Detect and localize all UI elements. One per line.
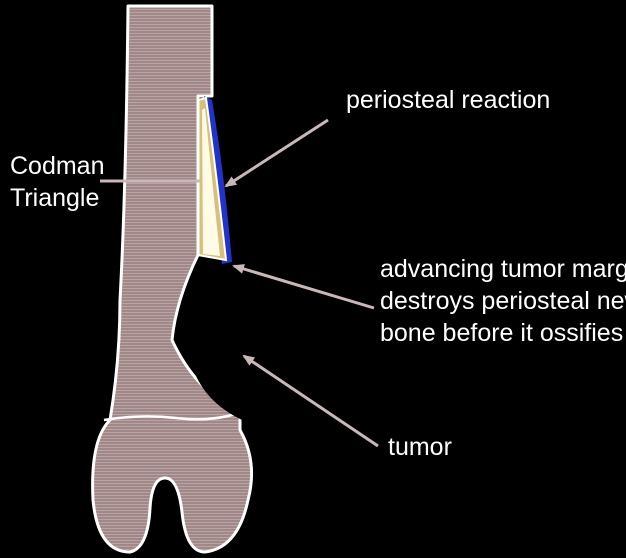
label-codman-triangle: Codman Triangle [10,150,105,214]
label-periosteal-reaction: periosteal reaction [346,84,550,116]
label-tumor: tumor [388,431,452,463]
label-advancing-line-1: advancing tumor margin [380,253,626,285]
label-advancing-tumor-margin: advancing tumor margin destroys perioste… [380,253,626,349]
label-codman-line-1: Codman [10,150,105,182]
label-codman-line-2: Triangle [10,182,105,214]
label-advancing-line-2: destroys periosteal new [380,285,626,317]
tumor-arrow [244,356,378,446]
periosteal-reaction-arrow [226,120,328,186]
label-advancing-line-3: bone before it ossifies [380,317,626,349]
